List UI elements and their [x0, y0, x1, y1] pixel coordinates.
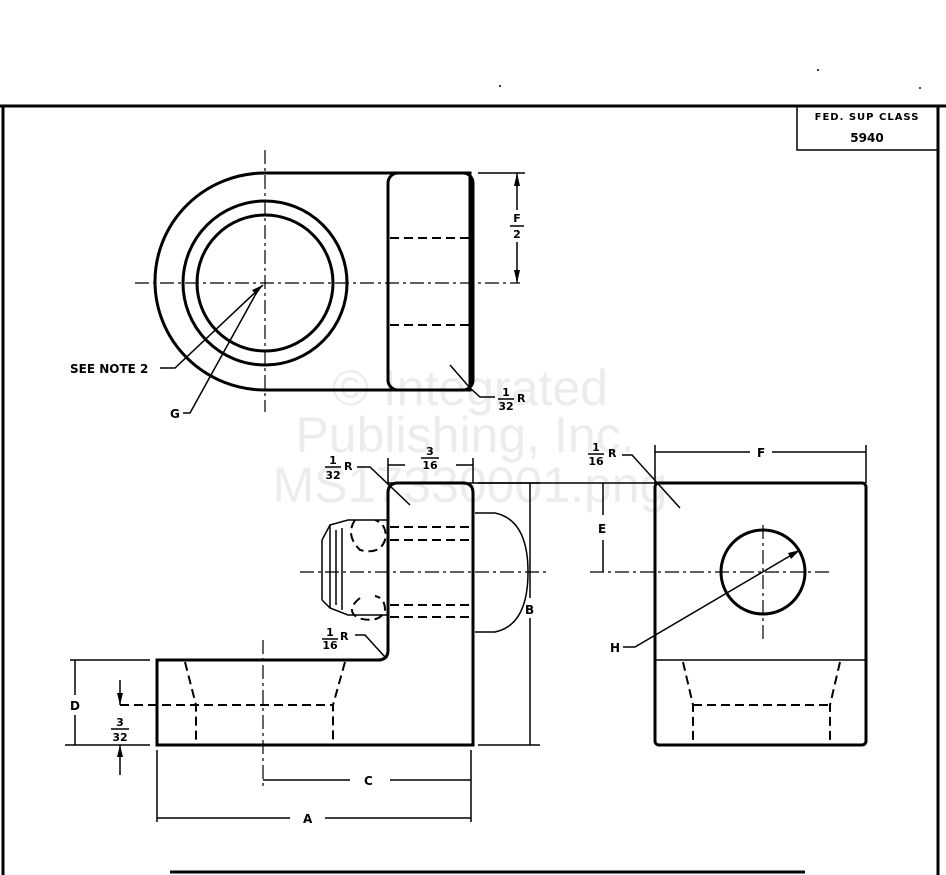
svg-text:16: 16	[322, 639, 338, 652]
svg-text:R: R	[608, 447, 617, 460]
fed-sup-class-value: 5940	[850, 131, 883, 145]
svg-text:R: R	[340, 630, 349, 643]
fed-sup-class-label: FED. SUP CLASS	[815, 112, 920, 123]
a-label: A	[303, 812, 313, 826]
d-label: D	[70, 699, 80, 713]
f-half-label: F 2	[510, 212, 524, 241]
b-label: B	[525, 603, 534, 617]
front-view: 3 16 1 32 R 1 16 R B D	[65, 445, 866, 826]
see-note-2-label: SEE NOTE 2	[70, 362, 148, 376]
svg-text:1: 1	[329, 454, 337, 467]
nut	[321, 519, 389, 621]
svg-text:1: 1	[502, 386, 510, 399]
svg-text:32: 32	[498, 400, 513, 413]
svg-text:1: 1	[326, 626, 334, 639]
svg-text:3: 3	[426, 445, 434, 458]
drawing-frame	[0, 69, 946, 875]
svg-text:16: 16	[422, 459, 438, 472]
side-view: F 1 16 R E H	[588, 441, 868, 747]
svg-text:2: 2	[513, 228, 521, 241]
side-radius-label: 1 16 R	[588, 441, 617, 468]
e-label: E	[598, 522, 606, 536]
g-label: G	[170, 407, 180, 421]
base-offset-label: 3 32	[111, 716, 129, 744]
c-label: C	[364, 774, 373, 788]
front-thickness-label: 3 16	[421, 445, 439, 472]
svg-text:1: 1	[592, 441, 600, 454]
title-block: FED. SUP CLASS 5940	[796, 105, 939, 151]
front-radius-top-label: 1 32 R	[325, 454, 353, 482]
svg-text:3: 3	[116, 716, 124, 729]
svg-text:R: R	[344, 460, 353, 473]
top-view: F 2 SEE NOTE 2 G 1 32 R	[70, 150, 526, 421]
svg-text:32: 32	[112, 731, 127, 744]
f-label: F	[757, 446, 765, 460]
svg-text:R: R	[517, 392, 526, 405]
svg-text:32: 32	[325, 469, 340, 482]
watermark-line-2: Publishing, Inc.	[295, 407, 634, 463]
svg-text:F: F	[513, 212, 521, 225]
h-label: H	[610, 641, 620, 655]
front-radius-inner-label: 1 16 R	[322, 626, 349, 652]
svg-text:16: 16	[588, 455, 604, 468]
top-radius-label: 1 32 R	[498, 386, 526, 413]
